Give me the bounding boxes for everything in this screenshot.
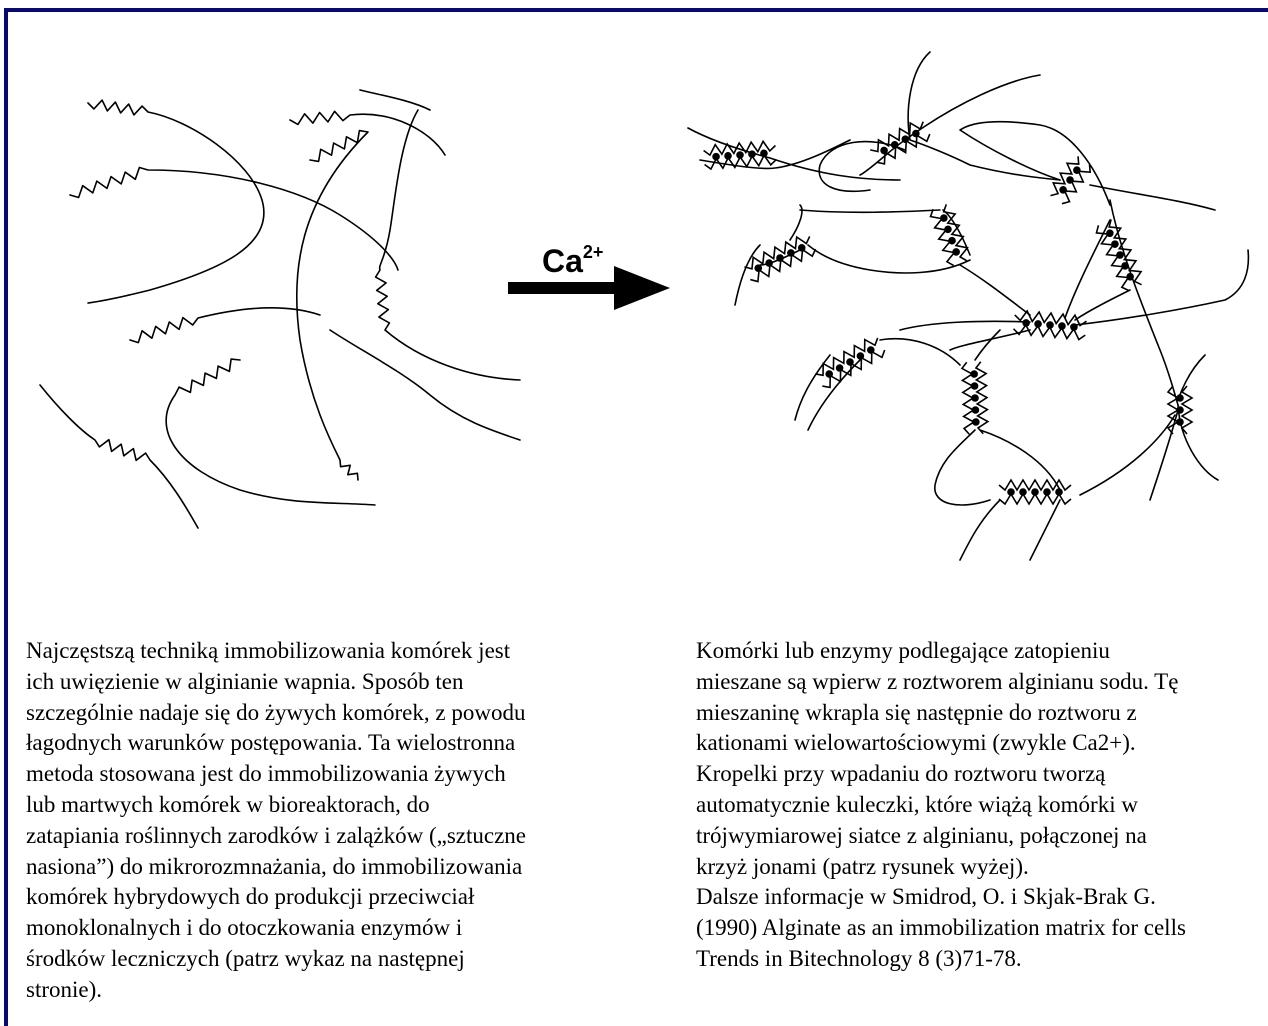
network-chain <box>735 245 760 305</box>
network-chain <box>1178 355 1205 400</box>
calcium-ion-label: Ca2+ <box>542 242 603 279</box>
calcium-egg-box-junction <box>1094 217 1146 292</box>
network-chain <box>900 321 1030 330</box>
calcium-egg-box-junction <box>1013 310 1087 340</box>
network-chain <box>960 500 1000 560</box>
network-chain <box>1110 200 1178 405</box>
free-chain <box>297 131 368 480</box>
calcium-ion-dot <box>712 153 720 161</box>
free-chain <box>130 308 320 343</box>
calcium-ion-dot <box>1176 394 1184 402</box>
network-chain <box>880 339 960 365</box>
crosslinked-gel-network <box>688 52 1248 560</box>
calcium-ion-dot <box>970 370 978 378</box>
junction-chain-lower <box>748 245 817 284</box>
calcium-ion-dot <box>724 152 732 160</box>
junction-chain-upper <box>1107 217 1146 286</box>
calcium-ion-dot <box>971 382 979 390</box>
network-chain <box>1080 415 1175 495</box>
network-chain <box>975 330 1000 360</box>
network-chain <box>1150 410 1178 500</box>
free-chain <box>88 100 264 303</box>
network-chain <box>688 128 900 180</box>
calcium-ion-dot <box>971 394 979 402</box>
calcium-ion-dot <box>1058 185 1069 196</box>
calcium-ion-dot <box>1046 321 1054 329</box>
free-chain <box>70 168 398 271</box>
calcium-ion-dot <box>1065 175 1076 186</box>
junction-chain-upper <box>742 232 811 271</box>
arrow-shaft <box>508 282 620 294</box>
calcium-ion-dot <box>1176 406 1184 414</box>
junction-chain-upper <box>813 334 880 379</box>
network-chain <box>800 210 940 212</box>
alginate-gelation-diagram: Ca2+ <box>0 0 1268 600</box>
description-procedure-and-reference: Komórki lub enzymy podlegające zatopieni… <box>696 636 1268 975</box>
calcium-ion-dot <box>1055 488 1063 496</box>
calcium-ion-dot <box>972 418 980 426</box>
free-chain <box>40 385 198 528</box>
calcium-egg-box-junction <box>928 203 971 268</box>
calcium-ion-dot <box>1031 488 1039 496</box>
free-chain <box>330 330 520 440</box>
network-chain <box>935 430 990 505</box>
network-chain <box>960 265 1030 315</box>
network-chain <box>908 52 1060 180</box>
calcium-ion-dot <box>1072 165 1083 176</box>
calcium-ion-dot <box>1007 488 1015 496</box>
calcium-ion-dot <box>1043 488 1051 496</box>
calcium-ion-dot <box>1022 319 1030 327</box>
calcium-egg-box-junction <box>703 141 776 170</box>
network-chain <box>905 75 1040 140</box>
description-immobilization-technique: Najczęstszą techniką immobilizowania kom… <box>26 636 636 1006</box>
calcium-junction-zones <box>703 117 1192 504</box>
network-chain <box>1090 185 1215 210</box>
ion-charge: 2+ <box>583 242 604 262</box>
calcium-ion-dot <box>1034 320 1042 328</box>
free-chain <box>166 359 375 505</box>
free-alginate-chains <box>40 90 520 528</box>
network-chain <box>1178 405 1218 480</box>
network-chain <box>1030 500 1060 560</box>
calcium-egg-box-junction <box>962 362 988 435</box>
reaction-arrow: Ca2+ <box>508 242 670 310</box>
ion-symbol: Ca <box>542 243 583 279</box>
network-chain <box>1075 290 1130 320</box>
calcium-ion-dot <box>1058 322 1066 330</box>
calcium-ion-dot <box>971 406 979 414</box>
free-chain <box>360 90 430 110</box>
network-chain <box>808 245 970 273</box>
arrow-head <box>614 266 670 310</box>
network-chain <box>960 122 1110 205</box>
junction-chain-lower <box>1094 223 1133 292</box>
calcium-ion-dot <box>1176 418 1184 426</box>
free-chain <box>376 110 520 380</box>
network-chain <box>1075 250 1248 325</box>
calcium-ion-dot <box>1019 488 1027 496</box>
calcium-egg-box-junction <box>742 232 817 284</box>
calcium-ion-dot <box>736 151 744 159</box>
